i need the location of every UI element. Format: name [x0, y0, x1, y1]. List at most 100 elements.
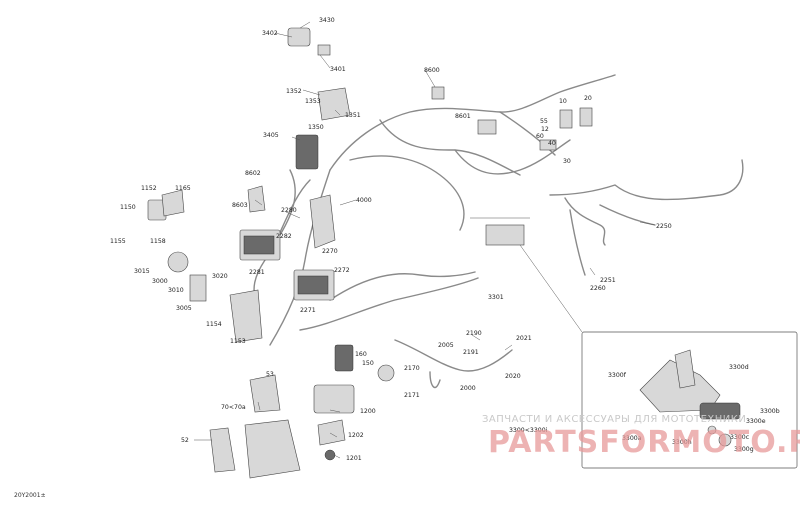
- watermark-tagline: ЗАПЧАСТИ И АКСЕССУАРЫ ДЛЯ МОТОТЕХНИКИ: [482, 414, 746, 425]
- label-12: 12: [541, 126, 549, 133]
- harness-clip-2270: [309, 194, 336, 249]
- label-2190: 2190: [466, 330, 482, 337]
- label-8600: 8600: [424, 67, 440, 74]
- label-3405: 3405: [263, 132, 279, 139]
- label-1201: 1201: [346, 455, 362, 462]
- label-3020: 3020: [212, 273, 228, 280]
- label-3300b: 3300b: [760, 408, 780, 415]
- abs-module-1200: [313, 384, 355, 414]
- ecm-bracket-1153: [229, 289, 263, 343]
- label-2020: 2020: [505, 373, 521, 380]
- label-2282: 2282: [276, 233, 292, 240]
- label-1155: 1155: [110, 238, 126, 245]
- label-1158: 1158: [150, 238, 166, 245]
- label-3430: 3430: [319, 17, 335, 24]
- label-52: 52: [181, 437, 189, 444]
- label-2170: 2170: [404, 365, 420, 372]
- label-1353: 1353: [305, 98, 321, 105]
- label-8601: 8601: [455, 113, 471, 120]
- label-2191: 2191: [463, 349, 479, 356]
- battery-70: [244, 419, 301, 479]
- label-1202: 1202: [348, 432, 364, 439]
- label-3010: 3010: [168, 287, 184, 294]
- label-8603: 8603: [232, 202, 248, 209]
- label-1352: 1352: [286, 88, 302, 95]
- label-53: 53: [266, 371, 274, 378]
- label-1150: 1150: [120, 204, 136, 211]
- label-2271: 2271: [300, 307, 316, 314]
- strap-52: [209, 427, 236, 473]
- label-1200: 1200: [360, 408, 376, 415]
- horn-3000: [167, 251, 189, 273]
- label-3301: 3301: [488, 294, 504, 301]
- label-3000: 3000: [152, 278, 168, 285]
- bracket-53: [249, 374, 281, 413]
- bracket-1165: [161, 189, 185, 217]
- switch-20: [579, 107, 593, 127]
- label-3300d: 3300d: [729, 364, 749, 371]
- connector-60: [539, 139, 557, 151]
- label-1350: 1350: [308, 124, 324, 131]
- label-160: 160: [355, 351, 367, 358]
- label-1154: 1154: [206, 321, 222, 328]
- harness-wires: [253, 74, 744, 389]
- connector-8600: [431, 86, 445, 100]
- watermark: ЗАПЧАСТИ И АКСЕССУАРЫ ДЛЯ МОТОТЕХНИКИ PA…: [482, 414, 800, 460]
- sensor-2170: [377, 364, 395, 382]
- label-2280: 2280: [281, 207, 297, 214]
- label-2171: 2171: [404, 392, 420, 399]
- label-3401: 3401: [330, 66, 346, 73]
- bracket-1202: [317, 419, 346, 446]
- label-10: 10: [559, 98, 567, 105]
- components: [147, 27, 593, 479]
- label-4000: 4000: [356, 197, 372, 204]
- label-2260: 2260: [590, 285, 606, 292]
- connector-8603: [247, 185, 266, 213]
- cover-1350: [317, 87, 351, 121]
- nut-1201: [324, 449, 336, 461]
- label-1351: 1351: [345, 112, 361, 119]
- label-2005: 2005: [438, 342, 454, 349]
- label-3300f: 3300f: [608, 372, 627, 379]
- label-3300e: 3300e: [746, 418, 766, 425]
- switch-55: [559, 109, 573, 129]
- label-3300g: 3300g: [734, 446, 754, 453]
- label-3015: 3015: [134, 268, 150, 275]
- label-8602: 8602: [245, 170, 261, 177]
- label-2000: 2000: [460, 385, 476, 392]
- module-150: [334, 344, 354, 372]
- relay-box-3405: [295, 134, 319, 170]
- part-labels: 3430 3402 3401 8600 1352 1353 1351 1350 …: [110, 17, 780, 462]
- sensor-3430: [287, 27, 311, 47]
- label-2021: 2021: [516, 335, 532, 342]
- label-55: 55: [540, 118, 548, 125]
- label-3300-3300i: 3300<3300i: [509, 427, 548, 434]
- label-3300a: 3300a: [622, 435, 642, 442]
- label-1153: 1153: [230, 338, 246, 345]
- detail-callout-group: [485, 224, 525, 246]
- label-3005: 3005: [176, 305, 192, 312]
- connector-8601: [477, 119, 497, 135]
- label-60: 60: [536, 133, 544, 140]
- label-2272: 2272: [334, 267, 350, 274]
- label-2250: 2250: [656, 223, 672, 230]
- bracket-3402: [317, 44, 331, 56]
- detail-inset: [470, 217, 798, 469]
- leader-lines: [194, 21, 656, 459]
- label-2281: 2281: [249, 269, 265, 276]
- label-3300h: 3300h: [672, 439, 692, 446]
- label-70-70a: 70<70a: [221, 404, 246, 411]
- label-2270: 2270: [322, 248, 338, 255]
- label-150: 150: [362, 360, 374, 367]
- label-2251: 2251: [600, 277, 616, 284]
- label-30: 30: [563, 158, 571, 165]
- watermark-logo: PARTSFORMOTO.RU: [488, 425, 800, 460]
- label-1165: 1165: [175, 185, 191, 192]
- label-40: 40: [548, 140, 556, 147]
- bracket-3005: [189, 274, 207, 302]
- label-3300c: 3300c: [730, 434, 750, 441]
- label-1152: 1152: [141, 185, 157, 192]
- label-3402: 3402: [262, 30, 278, 37]
- diagram-reference-code: 20Y2001±: [14, 492, 46, 499]
